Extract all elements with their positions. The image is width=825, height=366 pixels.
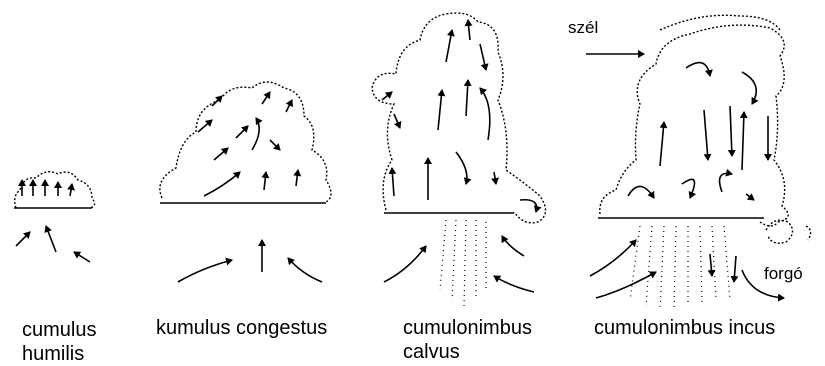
wind-label: szél [568, 18, 598, 38]
stage-label-humilis-line1: cumulus [22, 318, 96, 342]
stage-label-calvus-line2: calvus [403, 340, 532, 364]
cumulus-humilis-cloud [15, 172, 95, 208]
cumulonimbus-incus-arrows [586, 54, 784, 298]
stage-label-incus: cumulonimbus incus [594, 316, 775, 340]
cumulonimbus-calvus-precipitation [440, 220, 486, 306]
vortex-label: forgó [764, 264, 803, 284]
kumulus-congestus-arrows [178, 92, 322, 282]
stage-label-calvus: cumulonimbus calvus [403, 316, 532, 364]
kumulus-congestus-cloud [160, 82, 331, 202]
stage-label-congestus: kumulus congestus [156, 316, 327, 340]
stage-label-humilis-line2: humilis [22, 342, 96, 366]
vortex-icon [766, 220, 811, 243]
stage-label-calvus-line1: cumulonimbus [403, 316, 532, 340]
cumulonimbus-calvus-cloud [372, 13, 546, 223]
stage-label-congestus-line1: kumulus congestus [156, 316, 327, 340]
cumulus-humilis-updraft-arrows [16, 180, 90, 262]
stage-label-incus-line1: cumulonimbus incus [594, 316, 775, 340]
cumulonimbus-incus-precipitation [630, 226, 730, 310]
cumulonimbus-incus-cloud [600, 15, 788, 226]
stage-label-humilis: cumulus humilis [22, 318, 96, 366]
cumulonimbus-calvus-arrows [382, 20, 537, 292]
